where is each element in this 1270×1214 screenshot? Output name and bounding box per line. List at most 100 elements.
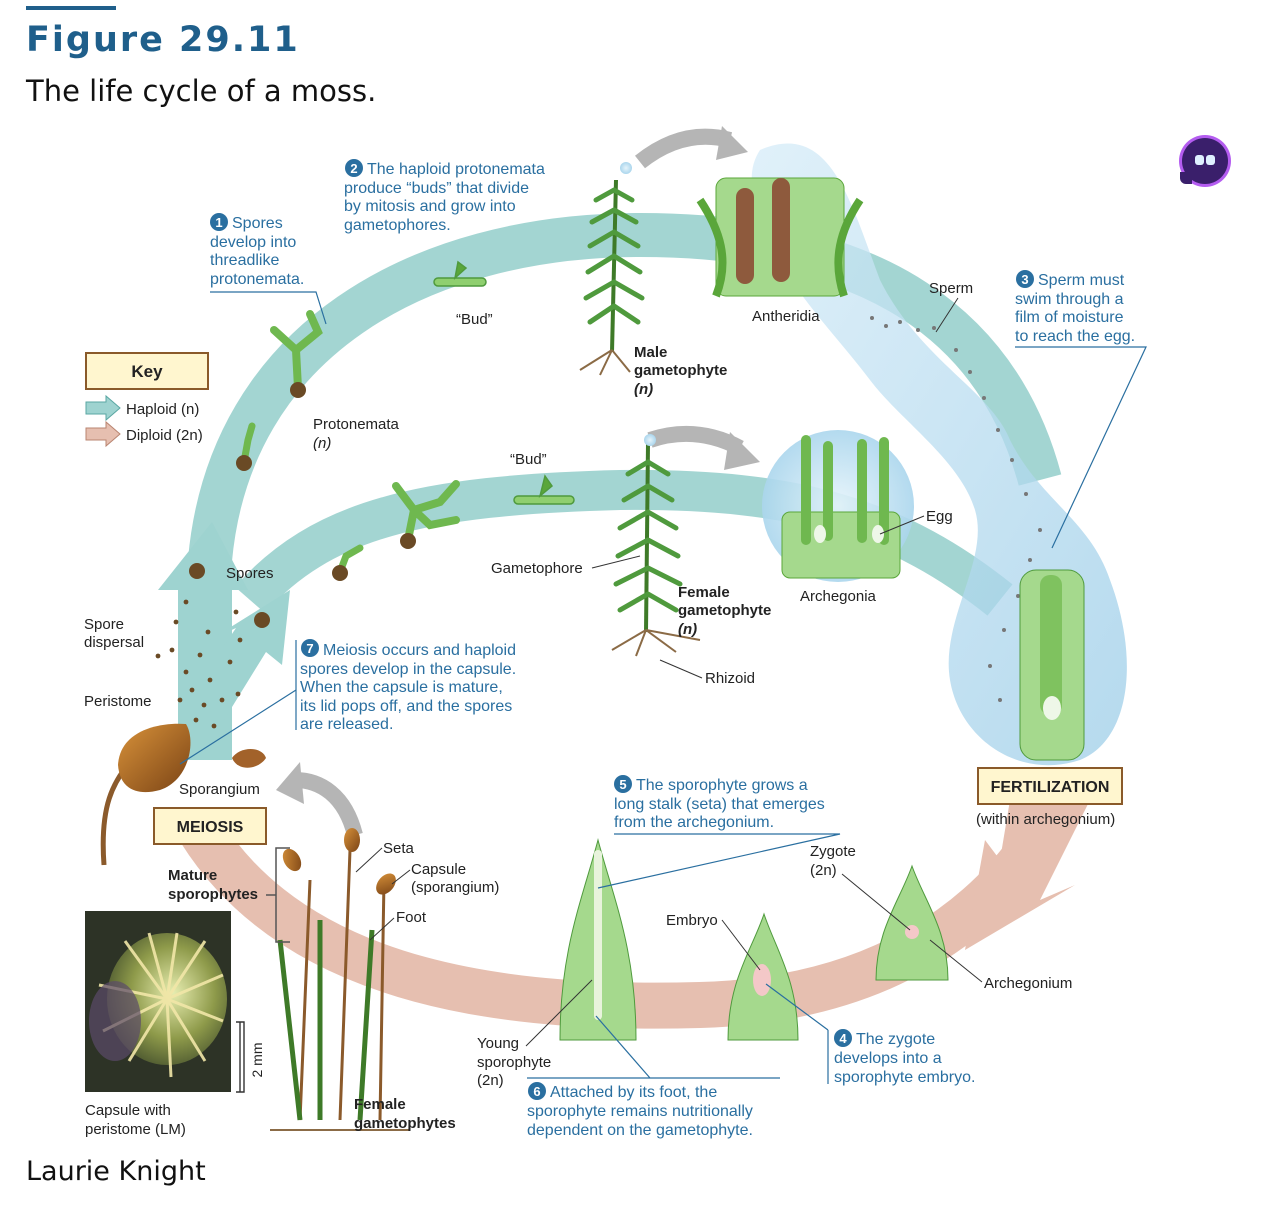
protonema-filament-top <box>270 310 323 392</box>
label-male-2: gametophyte <box>634 362 727 379</box>
grey-arrow-capsule-head <box>276 762 304 804</box>
step-4-number: 4 <box>839 1031 847 1046</box>
label-spore-dispersal-2: dispersal <box>84 634 144 651</box>
step-5-line-1: The sporophyte grows a <box>636 777 808 794</box>
step-5-underline <box>597 833 841 889</box>
label-female-2: gametophyte <box>678 602 771 619</box>
step-4-leader <box>765 983 829 1084</box>
label-gametophore: Gametophore <box>491 560 583 577</box>
meiosis-label: MEIOSIS <box>177 819 244 836</box>
step-2-line-4: gametophores. <box>344 217 451 234</box>
key-box <box>85 352 209 390</box>
label-young-3: (2n) <box>477 1072 504 1089</box>
peristome-photo-art <box>85 911 231 1092</box>
assistant-bot-icon[interactable] <box>1180 138 1228 184</box>
label-egg: Egg <box>926 508 953 525</box>
step-3-line-3: film of moisture <box>1015 309 1124 326</box>
step-2-line-1: The haploid protonemata <box>367 161 545 178</box>
fertilization-label: FERTILIZATION <box>991 779 1110 796</box>
fertilization-archegonium <box>1019 569 1085 761</box>
label-protonemata-n: (n) <box>313 435 331 452</box>
label-zygote-2: (2n) <box>810 862 837 879</box>
step-6-line-1: Attached by its foot, the <box>550 1084 717 1101</box>
key-title: Key <box>131 362 163 381</box>
step-2-number: 2 <box>350 161 357 176</box>
label-mature-1: Mature <box>168 867 217 884</box>
mature-capsule-1 <box>282 848 302 872</box>
photo-caption-2: peristome (LM) <box>85 1121 186 1138</box>
meiosis-box <box>153 807 267 845</box>
step-1-badge <box>210 213 228 231</box>
grey-arrow-female <box>647 425 744 456</box>
label-female-1: Female <box>678 584 730 601</box>
leader-zygote <box>841 873 911 931</box>
label-female-3: (n) <box>678 621 697 638</box>
step-7-badge <box>301 639 319 657</box>
label-spores: Spores <box>226 565 274 582</box>
embryo-archegonium <box>727 912 799 1041</box>
key-haploid-label: Haploid (n) <box>126 401 199 418</box>
leader-rhizoid <box>659 659 703 679</box>
label-young-1: Young <box>477 1035 519 1052</box>
diploid-arrow-head <box>965 800 1090 950</box>
image-credit: Laurie Knight <box>26 1156 206 1187</box>
antheridia-cluster <box>696 177 864 298</box>
scale-label: 2 mm <box>249 1043 265 1078</box>
zygote-archegonium <box>875 864 949 981</box>
spore-germinating-1 <box>290 382 306 398</box>
label-bud-mid: “Bud” <box>510 451 547 468</box>
male-tip-droplet <box>620 162 632 174</box>
step-5-line-2: long stalk (seta) that emerges <box>614 796 825 813</box>
within-archegonium-label: (within archegonium) <box>976 811 1115 828</box>
step-6-leader <box>527 1015 780 1079</box>
figure-caption: The life cycle of a moss. <box>26 74 377 108</box>
label-sperm: Sperm <box>929 280 973 297</box>
label-bud-top: “Bud” <box>456 311 493 328</box>
spore-large-1 <box>189 563 205 579</box>
label-male-3: (n) <box>634 381 653 398</box>
mature-sporophytes-plants <box>270 849 410 1131</box>
step-6-line-3: dependent on the gametophyte. <box>527 1122 753 1139</box>
label-sporangium: Sporangium <box>179 781 260 798</box>
peristome-photo <box>85 911 231 1092</box>
assistant-eye-right <box>1206 155 1215 165</box>
leader-seta <box>355 847 383 873</box>
step-7-line-3: When the capsule is mature, <box>300 679 503 696</box>
sperm-trail <box>870 316 1042 702</box>
leader-sperm <box>935 297 959 333</box>
step-5-badge <box>614 775 632 793</box>
step-7-line-1: Meiosis occurs and haploid <box>323 642 516 659</box>
step-6-badge <box>528 1082 546 1100</box>
label-seta: Seta <box>383 840 415 857</box>
step-4-line-2: develops into a <box>834 1050 942 1067</box>
step-7-line-5: are released. <box>300 716 393 733</box>
mature-capsule-2 <box>344 828 360 852</box>
leader-egg <box>879 515 925 535</box>
label-protonemata: Protonemata <box>313 416 400 433</box>
step-7-number: 7 <box>306 641 313 656</box>
step-4-line-3: sporophyte embryo. <box>834 1069 975 1086</box>
step-3-line-2: swim through a <box>1015 291 1124 308</box>
dispersal-sporangium <box>100 723 266 866</box>
key-diploid-arrow-icon <box>85 420 121 448</box>
step-1-line-4: protonemata. <box>210 271 304 288</box>
photo-caption-1: Capsule with <box>85 1102 171 1119</box>
step-3-line-1: Sperm must <box>1038 272 1125 289</box>
mature-sporophytes-brace <box>266 847 290 943</box>
dispersed-spores <box>155 599 243 729</box>
label-spore-dispersal-1: Spore <box>84 616 124 633</box>
label-peristome: Peristome <box>84 693 152 710</box>
step-4-line-1: The zygote <box>856 1031 935 1048</box>
label-zygote-1: Zygote <box>810 843 856 860</box>
step-3-underline <box>1015 346 1147 549</box>
haploid-outer-arc <box>188 212 1062 563</box>
leader-embryo <box>721 919 761 971</box>
leader-young-sporophyte <box>525 979 593 1047</box>
leader-capsule <box>391 869 411 885</box>
step-2-badge <box>345 159 363 177</box>
grey-arrow-female-head <box>724 432 760 470</box>
leader-archegonium <box>929 939 983 983</box>
step-7-line-2: spores develop in the capsule. <box>300 661 516 678</box>
label-rhizoid: Rhizoid <box>705 670 755 687</box>
step-2-line-2: produce “buds” that divide <box>344 180 529 197</box>
